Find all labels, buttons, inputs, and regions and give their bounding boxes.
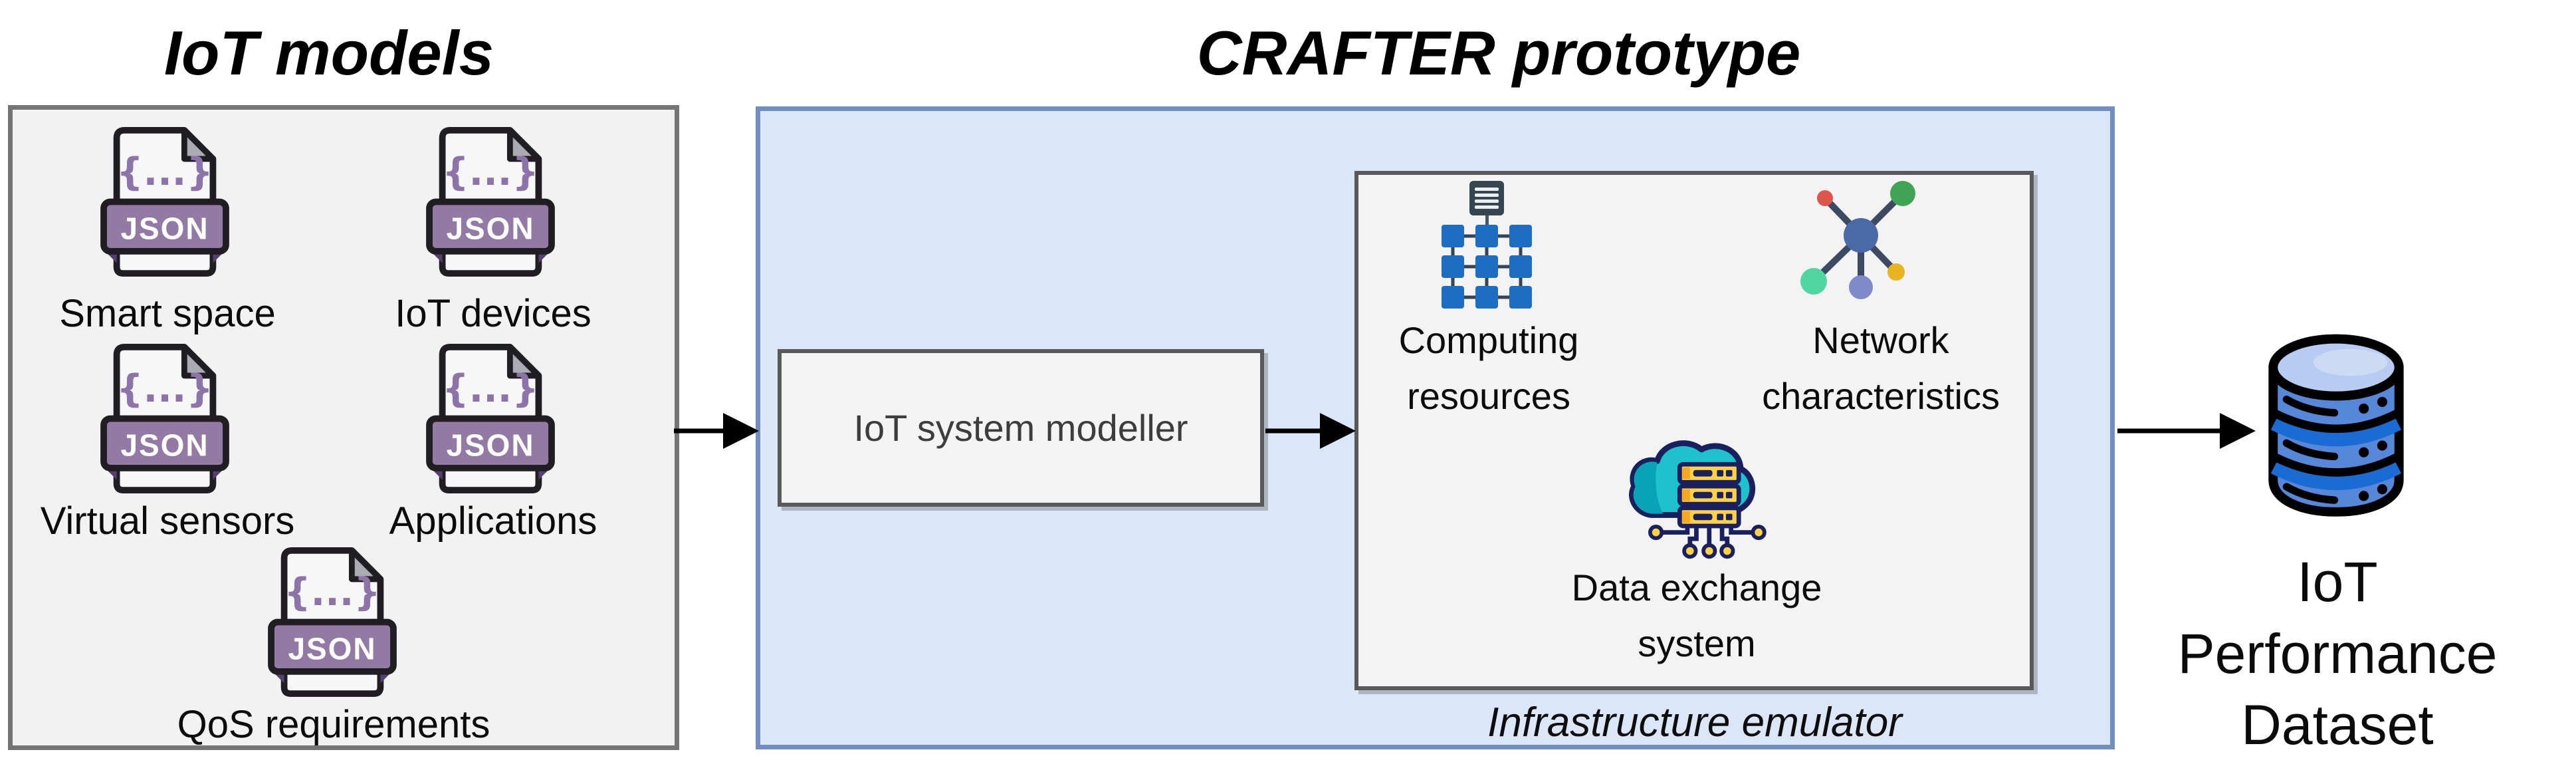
arrow-crafter-to-dataset (2116, 404, 2257, 457)
braces-glyph: {...} (284, 571, 380, 614)
database-cylinder-icon (2268, 334, 2404, 517)
infrastructure-emulator-caption: Infrastructure emulator (1487, 700, 1902, 745)
network-characteristics-icon (1794, 174, 1927, 311)
iot-models-title: IoT models (163, 18, 494, 88)
label-virtual-sensors: Virtual sensors (40, 499, 295, 543)
label-smart-space: Smart space (59, 292, 276, 335)
computing-resources-icon (1442, 181, 1532, 309)
label-applications: Applications (389, 499, 597, 543)
arrow-modeller-to-emulator (1264, 404, 1357, 457)
cloud-server-icon (1629, 440, 1767, 559)
crafter-prototype-title: CRAFTER prototype (1196, 18, 1801, 88)
braces-glyph: {...} (116, 367, 213, 411)
json-file-icon: {...} JSON (426, 343, 555, 494)
arrow-right-icon (2117, 413, 2256, 449)
json-file-icon: {...} JSON (100, 343, 229, 494)
label-iot-devices: IoT devices (395, 292, 591, 335)
json-file-icon: {...} JSON (100, 126, 229, 277)
iot-system-modeller-label: IoT system modeller (853, 407, 1188, 449)
label-data-exchange-system: Data exchange system (1571, 567, 1822, 664)
database-icon (2256, 327, 2416, 522)
label-computing-resources: Computing resources (1398, 319, 1579, 417)
json-file-icon-qos: {...} JSON (267, 547, 397, 698)
data-exchange-icon (1620, 431, 1772, 563)
braces-glyph: {...} (442, 150, 538, 194)
json-file-icon-virtual-sensors: {...} JSON (100, 343, 230, 494)
json-badge: JSON (120, 211, 209, 245)
iot-system-modeller-box: IoT system modeller (778, 349, 1264, 507)
braces-glyph: {...} (116, 150, 213, 194)
json-file-icon-iot-devices: {...} JSON (425, 126, 556, 277)
label-network-characteristics: Network characteristics (1762, 319, 2000, 417)
json-badge: JSON (446, 428, 534, 462)
network-graph-icon (1800, 181, 1915, 299)
json-badge: JSON (446, 211, 534, 245)
json-file-icon-applications: {...} JSON (425, 343, 556, 494)
server-cluster-icon (1442, 181, 1532, 309)
arrow-right-icon (1265, 413, 1356, 449)
json-badge: JSON (288, 631, 376, 666)
label-qos-requirements: QoS requirements (177, 703, 490, 746)
braces-glyph: {...} (442, 367, 538, 411)
json-file-icon: {...} JSON (426, 126, 555, 277)
json-badge: JSON (120, 428, 209, 462)
infrastructure-emulator-box (1354, 171, 2034, 690)
arrow-right-icon (674, 413, 759, 449)
json-file-icon-smart-space: {...} JSON (100, 126, 230, 277)
label-iot-performance-dataset: IoT Performance Dataset (2177, 551, 2498, 757)
arrow-models-to-crafter (673, 404, 760, 457)
json-file-icon: {...} JSON (268, 547, 397, 698)
